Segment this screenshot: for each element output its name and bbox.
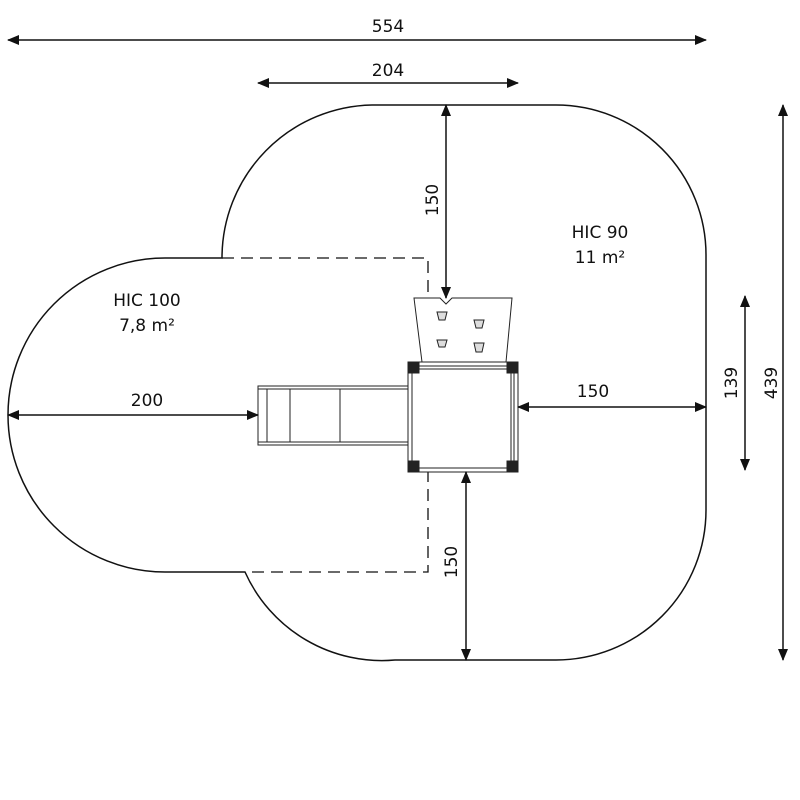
climbing-wall <box>413 297 513 363</box>
zone-right-hic: HIC 90 <box>572 223 629 243</box>
climbing-hold <box>473 319 485 329</box>
slide <box>257 385 429 446</box>
label-top-clearance: 150 <box>423 184 443 216</box>
label-tower-width: 204 <box>372 61 404 81</box>
corner-post <box>407 460 420 473</box>
label-bottom-clearance: 150 <box>442 546 462 578</box>
tower-platform <box>407 361 519 473</box>
zone-left-area: 7,8 m² <box>119 316 175 336</box>
climbing-hold <box>436 311 448 321</box>
climbing-hold <box>473 342 485 353</box>
label-total-width: 554 <box>372 17 404 37</box>
zone-left-hic: HIC 100 <box>113 291 181 311</box>
label-slide-clearance: 200 <box>131 391 163 411</box>
climbing-hold <box>436 339 448 348</box>
corner-post <box>407 361 420 374</box>
zone-right-area: 11 m² <box>575 248 625 268</box>
label-right-clearance: 150 <box>577 382 609 402</box>
label-tower-depth: 139 <box>722 367 742 399</box>
label-total-depth: 439 <box>762 367 782 399</box>
corner-post <box>506 460 519 473</box>
corner-post <box>506 361 519 374</box>
